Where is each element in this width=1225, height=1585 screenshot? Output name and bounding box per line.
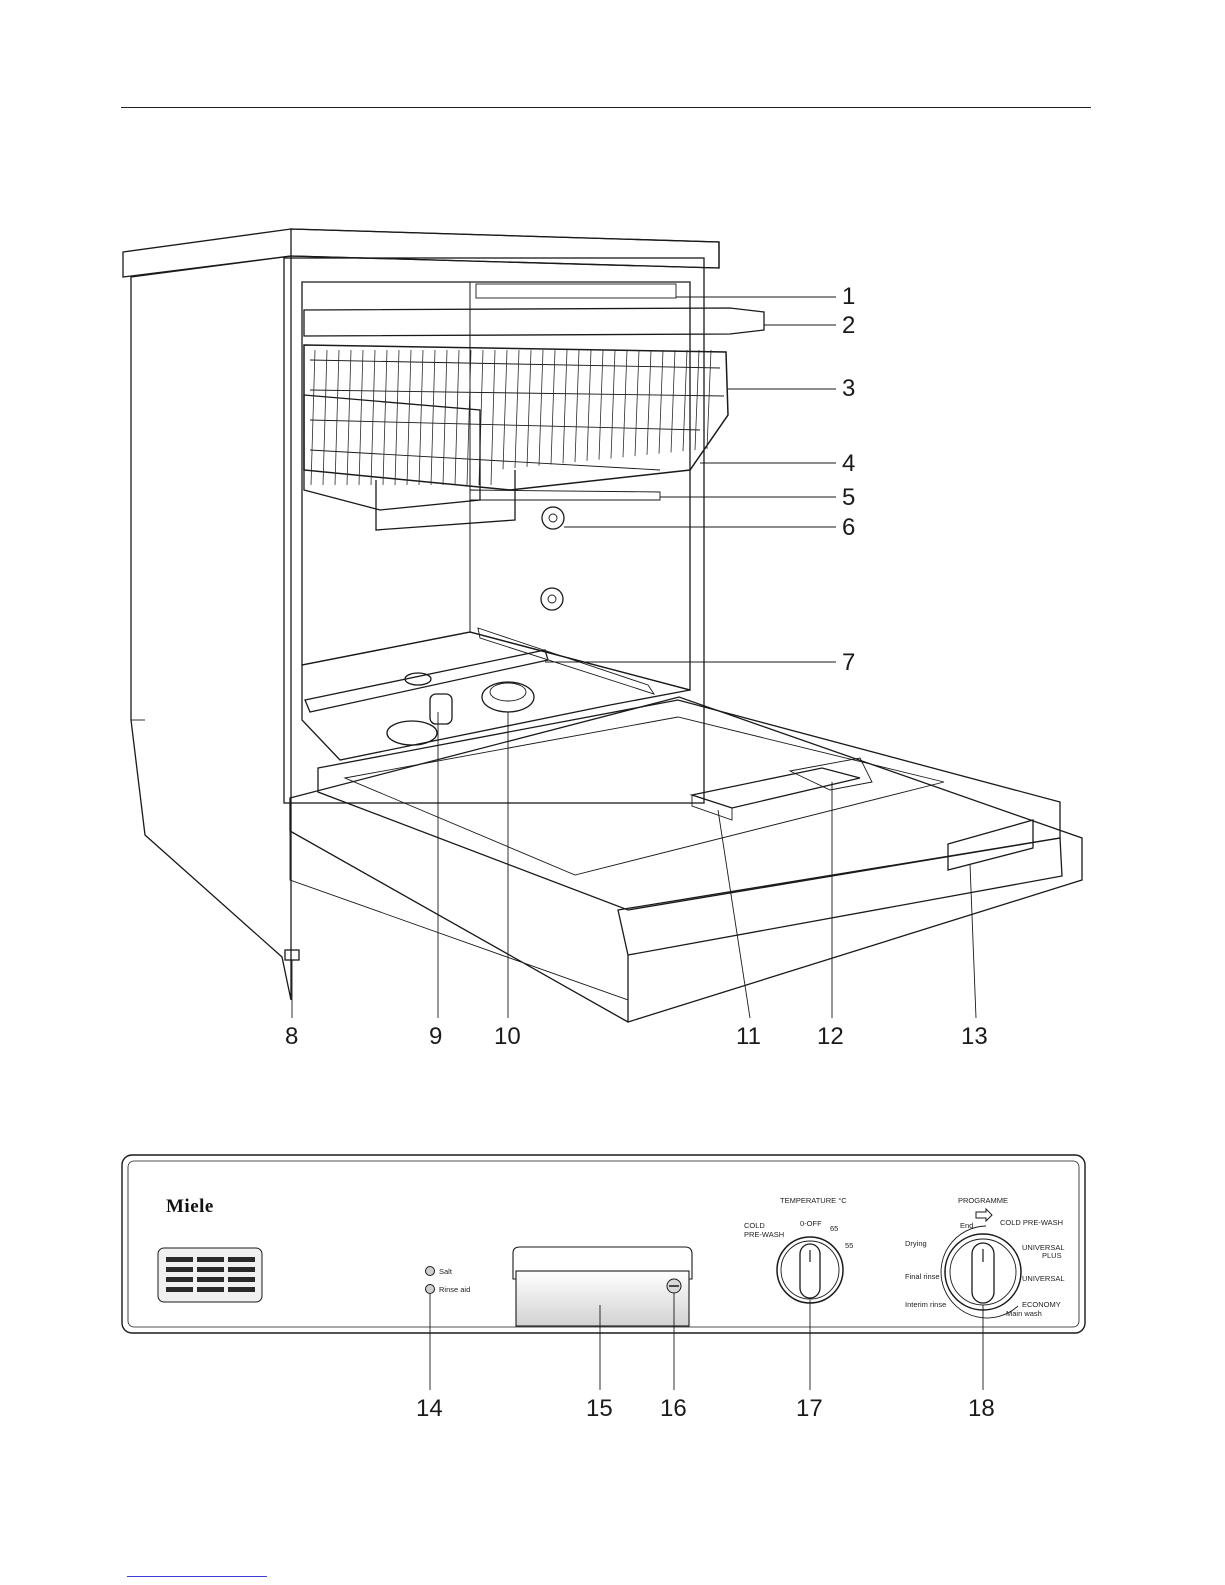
basket-wires xyxy=(311,350,711,485)
vent-slot xyxy=(197,1257,224,1262)
door-handle[interactable] xyxy=(513,1247,692,1326)
basket-wire xyxy=(359,350,363,485)
prog-main-wash-label: Main wash xyxy=(1006,1309,1042,1318)
callout-15: 15 xyxy=(586,1395,613,1422)
temp-off-label: 0-OFF xyxy=(800,1219,822,1228)
vent-slot xyxy=(228,1267,255,1272)
vent-slot xyxy=(166,1277,193,1282)
prog-economy-label: ECONOMY xyxy=(1022,1300,1061,1309)
callout-17: 17 xyxy=(796,1395,823,1422)
prog-interim-rinse-label: Interim rinse xyxy=(905,1300,946,1309)
salt-indicator-light xyxy=(426,1267,435,1276)
temp-cold-label-1: COLD xyxy=(744,1221,765,1230)
vent-slot xyxy=(166,1267,193,1272)
callout-1: 1 xyxy=(842,283,855,310)
callout-7: 7 xyxy=(842,649,855,676)
callout-2: 2 xyxy=(842,312,855,339)
callout-6: 6 xyxy=(842,514,855,541)
basket-wire xyxy=(371,350,375,485)
basket-wire xyxy=(587,350,591,461)
basket-wire xyxy=(539,350,543,466)
basket-wire xyxy=(695,350,699,450)
vent-slot xyxy=(228,1257,255,1262)
basket-wire xyxy=(407,350,411,485)
control-panel: Miele Salt Rinse aid TEMPERATURE °C COLD… xyxy=(122,1155,1085,1333)
callout-10: 10 xyxy=(494,1023,521,1050)
basket-wire xyxy=(347,350,351,485)
rinse-aid-label: Rinse aid xyxy=(439,1285,470,1294)
callout-16: 16 xyxy=(660,1395,687,1422)
callout-9: 9 xyxy=(429,1023,442,1050)
programme-title: PROGRAMME xyxy=(958,1196,1008,1205)
basket-wire xyxy=(311,350,315,485)
basket-wire xyxy=(551,350,555,465)
basket-wire xyxy=(575,350,579,462)
callout-8: 8 xyxy=(285,1023,298,1050)
prog-universal-label: UNIVERSAL xyxy=(1022,1274,1065,1283)
prog-universal-plus-label-2: PLUS xyxy=(1042,1251,1062,1260)
vent-slot xyxy=(197,1287,224,1292)
callout-13: 13 xyxy=(961,1023,988,1050)
vent-slot xyxy=(166,1257,193,1262)
basket-wire xyxy=(647,350,651,455)
callout-18: 18 xyxy=(968,1395,995,1422)
basket-wire xyxy=(659,350,663,454)
prog-final-rinse-label: Final rinse xyxy=(905,1272,940,1281)
callout-5: 5 xyxy=(842,484,855,511)
basket-wire xyxy=(419,350,423,485)
basket-wire xyxy=(491,350,495,485)
prog-cold-prewash-label: COLD PRE-WASH xyxy=(1000,1218,1063,1227)
vent-slot xyxy=(197,1267,224,1272)
temperature-title: TEMPERATURE °C xyxy=(780,1196,847,1205)
vent-slot xyxy=(228,1277,255,1282)
basket-wire xyxy=(707,350,711,449)
callout-14: 14 xyxy=(416,1395,443,1422)
basket-wire xyxy=(335,350,339,485)
vent-slot xyxy=(228,1287,255,1292)
basket-wire xyxy=(527,350,531,467)
temp-55-label: 55 xyxy=(845,1241,853,1250)
brand-logo: Miele xyxy=(166,1196,214,1217)
basket-wire xyxy=(683,350,687,451)
basket-wire xyxy=(515,350,519,468)
basket-wire xyxy=(383,350,387,485)
basket-wire xyxy=(395,350,399,485)
salt-label: Salt xyxy=(439,1267,453,1276)
basket-wire xyxy=(443,350,447,485)
basket-wire xyxy=(503,350,507,469)
vent-slot xyxy=(166,1287,193,1292)
machine-illustration xyxy=(123,229,1082,1022)
temp-cold-label-2: PRE-WASH xyxy=(744,1230,784,1239)
callouts-top: 1 2 3 4 5 6 7 8 9 10 11 12 13 xyxy=(285,283,988,1050)
callouts-panel: 14 15 16 17 18 xyxy=(416,1395,995,1422)
basket-wire xyxy=(323,350,327,485)
vent-grille xyxy=(158,1248,262,1302)
footer-link-underline xyxy=(127,1576,267,1577)
prog-drying-label: Drying xyxy=(905,1239,927,1248)
basket-wire xyxy=(455,350,459,485)
callout-11: 11 xyxy=(736,1023,761,1050)
basket-wire xyxy=(599,350,603,460)
basket-wire xyxy=(671,350,675,453)
basket-wire xyxy=(431,350,435,485)
vent-slot xyxy=(197,1277,224,1282)
rinse-aid-indicator-light xyxy=(426,1285,435,1294)
callout-4: 4 xyxy=(842,450,855,477)
basket-wire xyxy=(563,350,567,463)
callout-3: 3 xyxy=(842,375,855,402)
temp-65-label: 65 xyxy=(830,1224,838,1233)
callout-12: 12 xyxy=(817,1023,844,1050)
